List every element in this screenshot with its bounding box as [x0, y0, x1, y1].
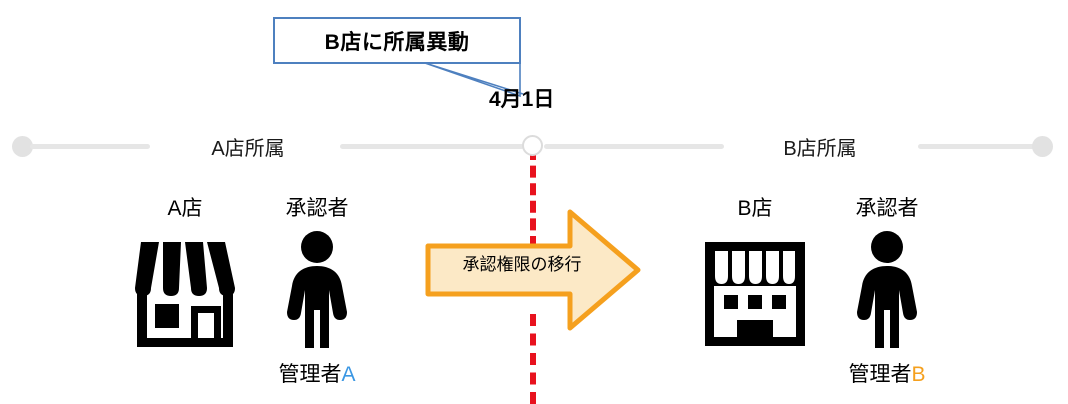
store-a-title: A店 [167, 197, 203, 220]
approver-b-caption-tag: B [911, 363, 926, 386]
callout-tail-icon [424, 62, 524, 98]
store-b-icon-wrap [690, 226, 820, 352]
transfer-arrow-label: 承認権限の移行 [462, 255, 582, 274]
timeline-end-dot [1032, 136, 1053, 157]
approver-b-caption-prefix: 管理者 [848, 363, 912, 386]
approver-a-caption: 管理者A [252, 358, 382, 386]
storefront-awning-icon [135, 242, 235, 347]
date-marker-label: 4月1日 [489, 88, 555, 111]
timeline-segment-left-b [340, 144, 524, 149]
change-divider-upper [530, 148, 536, 248]
timeline-label-left: A店所属 [211, 138, 285, 160]
timeline-segment-right-a [544, 144, 724, 149]
approver-b-title: 承認者 [855, 197, 919, 220]
node-approver-a: 承認者 管理者A [252, 196, 382, 386]
timeline-label-right: B店所属 [783, 138, 857, 160]
change-divider-lower [530, 314, 536, 404]
approver-b-icon-wrap [822, 226, 952, 352]
timeline-segment-left-a [30, 144, 150, 149]
approver-a-caption-prefix: 管理者 [278, 363, 342, 386]
callout-text: B店に所属異動 [324, 30, 470, 54]
callout-box: B店に所属異動 [273, 17, 521, 64]
person-icon [857, 231, 917, 348]
approver-a-title: 承認者 [285, 197, 349, 220]
timeline-start-dot [12, 136, 33, 157]
shop-building-icon [705, 242, 805, 346]
store-a-icon-wrap [120, 226, 250, 352]
person-icon [287, 231, 347, 348]
node-store-b: B店 [690, 196, 820, 386]
node-approver-b: 承認者 管理者B [822, 196, 952, 386]
timeline-axis: A店所属 B店所属 [0, 120, 1068, 176]
store-b-title: B店 [737, 197, 773, 220]
approver-b-caption: 管理者B [822, 358, 952, 386]
node-store-a: A店 [120, 196, 250, 386]
timeline-change-point [522, 135, 543, 156]
timeline-segment-right-b [918, 144, 1036, 149]
approver-a-icon-wrap [252, 226, 382, 352]
approver-a-caption-tag: A [341, 363, 356, 386]
transfer-arrow-icon [425, 209, 641, 331]
